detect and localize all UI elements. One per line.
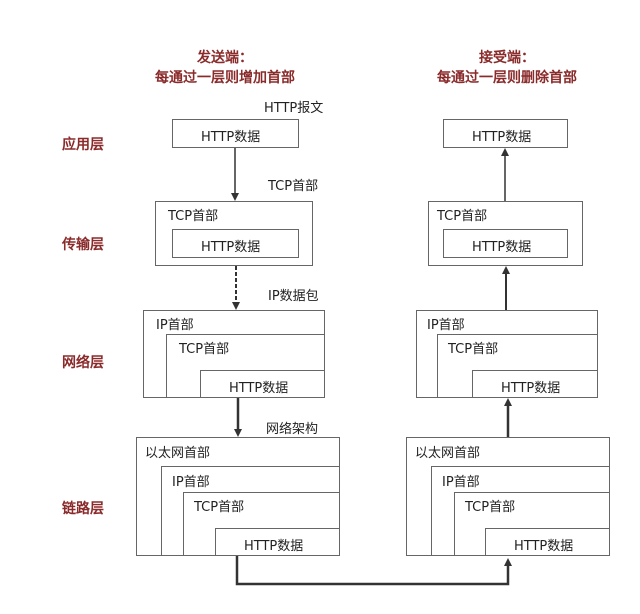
ip-header-label: IP首部 (156, 318, 194, 333)
sender-transport-http-box: HTTP数据 (172, 229, 299, 258)
http-data-label: HTTP数据 (229, 381, 289, 396)
http-data-label: HTTP数据 (472, 240, 532, 255)
ip-header-label: IP首部 (442, 475, 480, 490)
label-tcp-header: TCP首部 (268, 179, 319, 194)
receiver-subtitle: 每通过一层则删除首部 (437, 70, 577, 86)
http-data-label: HTTP数据 (472, 130, 532, 145)
receiver-link-http-box: HTTP数据 (485, 528, 610, 556)
label-http-message: HTTP报文 (264, 101, 324, 116)
tcp-header-label: TCP首部 (465, 500, 516, 515)
http-data-label: HTTP数据 (501, 381, 561, 396)
tcp-header-label: TCP首部 (448, 342, 499, 357)
receiver-transport-http-box: HTTP数据 (443, 229, 568, 258)
tcp-header-label: TCP首部 (194, 500, 245, 515)
layer-application: 应用层 (62, 137, 104, 153)
receiver-header: 接受端： 每通过一层则删除首部 (412, 48, 602, 88)
sender-title: 发送端： (197, 50, 253, 66)
layer-transport: 传输层 (62, 237, 104, 253)
ethernet-header-label: 以太网首部 (415, 446, 481, 461)
tcp-header-label: TCP首部 (179, 342, 230, 357)
layer-network: 网络层 (62, 355, 104, 371)
receiver-app-http-box: HTTP数据 (443, 119, 568, 148)
sender-link-http-box: HTTP数据 (215, 528, 340, 556)
receiver-title: 接受端： (479, 50, 535, 66)
ip-header-label: IP首部 (427, 318, 465, 333)
ethernet-header-label: 以太网首部 (145, 446, 211, 461)
receiver-network-http-box: HTTP数据 (472, 370, 598, 398)
sender-subtitle: 每通过一层则增加首部 (155, 70, 295, 86)
http-data-label: HTTP数据 (244, 539, 304, 554)
tcp-header-label: TCP首部 (437, 209, 488, 224)
label-network-frame: 网络架构 (266, 422, 319, 437)
tcp-header-label: TCP首部 (168, 209, 219, 224)
sender-network-http-box: HTTP数据 (200, 370, 325, 398)
sender-header: 发送端： 每通过一层则增加首部 (130, 48, 320, 88)
arrow-sender-to-receiver (235, 556, 512, 586)
http-data-label: HTTP数据 (201, 130, 261, 145)
label-ip-packet: IP数据包 (268, 289, 319, 304)
sender-app-http-box: HTTP数据 (172, 119, 299, 148)
http-data-label: HTTP数据 (514, 539, 574, 554)
layer-link: 链路层 (62, 501, 104, 517)
ip-header-label: IP首部 (172, 475, 210, 490)
http-data-label: HTTP数据 (201, 240, 261, 255)
